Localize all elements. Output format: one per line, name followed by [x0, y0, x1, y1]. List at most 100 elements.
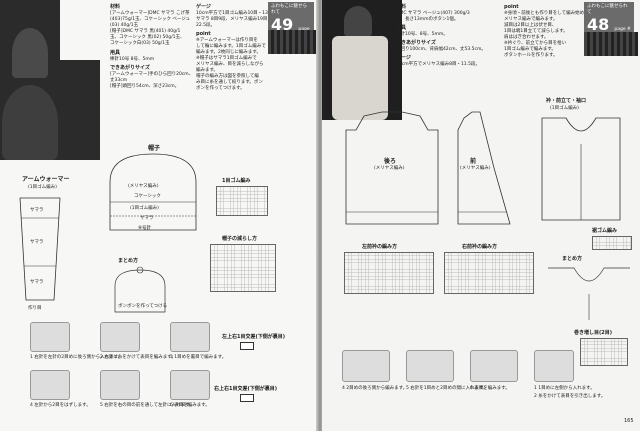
- materials-line: [アームウォーマー]DMC サマラ こげ茶: [110, 11, 190, 16]
- point-line: 編みます。2枚同じに編みます。: [196, 50, 261, 55]
- point-line: 1目ゴム編みで編みます。: [504, 47, 556, 52]
- step-caption: 5 右針を右の目の前を通して左針に入れます。: [100, 403, 194, 408]
- model-photo-hat: [0, 0, 60, 160]
- point-line: して輪に編みます。1目ゴム編みで: [196, 44, 266, 49]
- rib-end-title: 巻き増し目(2目): [574, 330, 613, 336]
- hat-diagram: [109, 153, 197, 231]
- hem-title: 裾ゴム編み: [592, 228, 618, 234]
- point-heading: point: [504, 4, 519, 10]
- needles-line: 棒針10号、8号、5mm。: [396, 32, 448, 37]
- gauge-heading: ゲージ: [196, 4, 211, 10]
- collar-title: 衿・前立て・袖口: [546, 98, 587, 104]
- size-heading: できあがりサイズ: [110, 65, 150, 71]
- materials-line: 玉、コケーシック 黒(02) 50g/1玉、: [110, 35, 185, 40]
- point-line: ※アームウォーマーは作り目を: [196, 38, 258, 43]
- materials-heading: 材料: [110, 4, 121, 10]
- gauge-heading: ゲージ: [396, 55, 411, 61]
- point-line: 編みます。: [196, 68, 219, 73]
- finish-title: まとめ方: [562, 256, 583, 262]
- pompom-note: ボンボンを作ってつける: [118, 304, 168, 309]
- technique-illustration: [406, 350, 454, 382]
- page-number: 165: [624, 418, 634, 424]
- cross-right-title: 右上右1目交差(下側が裏目): [214, 386, 278, 392]
- gauge-line: 22.5段。: [196, 23, 216, 28]
- hem-chart: [592, 236, 632, 250]
- technique-illustration: [100, 322, 140, 352]
- left-collar-chart: [344, 252, 434, 294]
- rib-end-chart: [580, 338, 628, 366]
- finish-title: まとめ方: [118, 258, 139, 264]
- hat-label: ⑧号針: [138, 226, 152, 231]
- needles-line: 棒針10号 8号、5mm: [110, 57, 155, 62]
- materials-line: 玉、長さ13mmのボタン1個。: [396, 17, 459, 22]
- technique-illustration: [534, 350, 574, 382]
- gauge-line: 10cm平方で1目ゴム編み10目・13段: [196, 11, 273, 16]
- technique-illustration: [470, 350, 518, 382]
- armwarmer-label: 作り目: [28, 306, 42, 311]
- yarn-swatch: [584, 32, 638, 56]
- materials-line: DMC サマラ ベージュ(407) 300g/3: [396, 11, 470, 16]
- size-line: [帽子]頭回り54cm、深さ23cm。: [110, 84, 180, 89]
- finish-diagram: [548, 267, 630, 320]
- front-title: 前: [470, 158, 477, 165]
- materials-heading: 材料: [396, 4, 407, 10]
- technique-illustration: [170, 322, 210, 352]
- point-heading: point: [196, 31, 211, 37]
- hat-label: (1目ゴム編み): [130, 206, 159, 211]
- front-subtitle: (メリヤス編み): [460, 166, 491, 171]
- step-caption: 6 表目を編みます。: [170, 403, 210, 408]
- point-line: 1目は端1目立てて減らします。: [504, 29, 568, 34]
- step-caption: 3 1目めを裏目で編みます。: [170, 355, 227, 360]
- technique-illustration: [170, 370, 210, 400]
- decrease-chart-title: 帽子の減らし方: [222, 236, 258, 242]
- right-page: サマラ 材料 DMC サマラ ベージュ(407) 300g/3 玉、長さ13mm…: [322, 0, 640, 431]
- needles-heading: 用具: [110, 50, 121, 56]
- step-caption: 1 1目めに左側から入れます。: [534, 386, 595, 391]
- badge-number: 49: [271, 15, 294, 34]
- point-line: ボンを作ってつけます。: [196, 86, 245, 91]
- point-line: ※衿ぐり、前立てから目を拾い: [504, 41, 567, 46]
- step-caption: 4 左針から2目をはずします。: [30, 403, 91, 408]
- binding-gutter: [316, 0, 324, 431]
- cross-symbol-left: [240, 342, 254, 350]
- needles-heading: 用具: [396, 25, 407, 31]
- armwarmer-subtitle: (1目ゴム編み): [28, 185, 57, 190]
- model-photo-cardigan: [322, 0, 402, 120]
- step-caption: 2 糸をかけて表目を引き出します。: [534, 394, 606, 399]
- point-line: ボタンホールを作ります。: [504, 53, 558, 58]
- gauge-line: 10cm平方でメリヤス編み8目・11.5段。: [396, 62, 480, 67]
- step-caption: 4 2目めの後ろ側から編みます。: [342, 386, 408, 391]
- collar-diagram: [541, 117, 621, 221]
- left-page: 材料 [アームウォーマー]DMC サマラ こげ茶 (403)75g/1玉、コケー…: [0, 0, 318, 431]
- size-heading: できあがりサイズ: [396, 40, 436, 46]
- step-caption: 2 右針に糸をかけて表目を編みます。: [100, 355, 176, 360]
- materials-line: (403)75g/1玉、コケーシック ベージュ: [110, 17, 190, 22]
- point-line: メリヤス編み、目を減らしながら: [196, 62, 264, 67]
- cross-left-title: 左上右1目交差(下側が裏目): [222, 334, 286, 340]
- back-subtitle: (メリヤス編み): [374, 166, 405, 171]
- technique-illustration: [30, 322, 70, 352]
- point-line: 減目は2目以上は伏せ目、: [504, 23, 557, 28]
- size-line: 丈33cm: [110, 78, 128, 83]
- decrease-chart: [210, 244, 276, 292]
- front-panel-diagram: [457, 111, 511, 225]
- size-line: [アームウォーマー]手のひら回り20cm、: [110, 72, 194, 77]
- technique-illustration: [30, 370, 70, 400]
- right-collar-chart-title: 右前衿の編み方: [462, 244, 498, 250]
- hat-title: 帽子: [148, 145, 161, 152]
- cross-symbol-right: [240, 394, 254, 402]
- yarn-swatch: [268, 30, 316, 54]
- left-collar-chart-title: 左前衿の編み方: [362, 244, 398, 250]
- armwarmer-label: サマラ: [30, 240, 44, 245]
- armwarmer-label: サマラ: [30, 280, 44, 285]
- hat-label: サマラ: [140, 216, 154, 221]
- size-line: 胸回り100cm、背肩幅42cm、丈53.5cm。: [396, 47, 486, 52]
- collar-subtitle: (1目ゴム編み): [550, 106, 579, 111]
- materials-line: コケーシック白(03) 50g/1玉: [110, 41, 170, 46]
- badge-kicker: ふわもこに魅せられて: [271, 4, 307, 15]
- badge-kicker: ふわもこに魅せられて: [587, 4, 628, 15]
- step-caption: 6 表目を編みます。: [470, 386, 510, 391]
- armwarmer-photo: [60, 60, 100, 160]
- back-title: 後ろ: [384, 158, 397, 165]
